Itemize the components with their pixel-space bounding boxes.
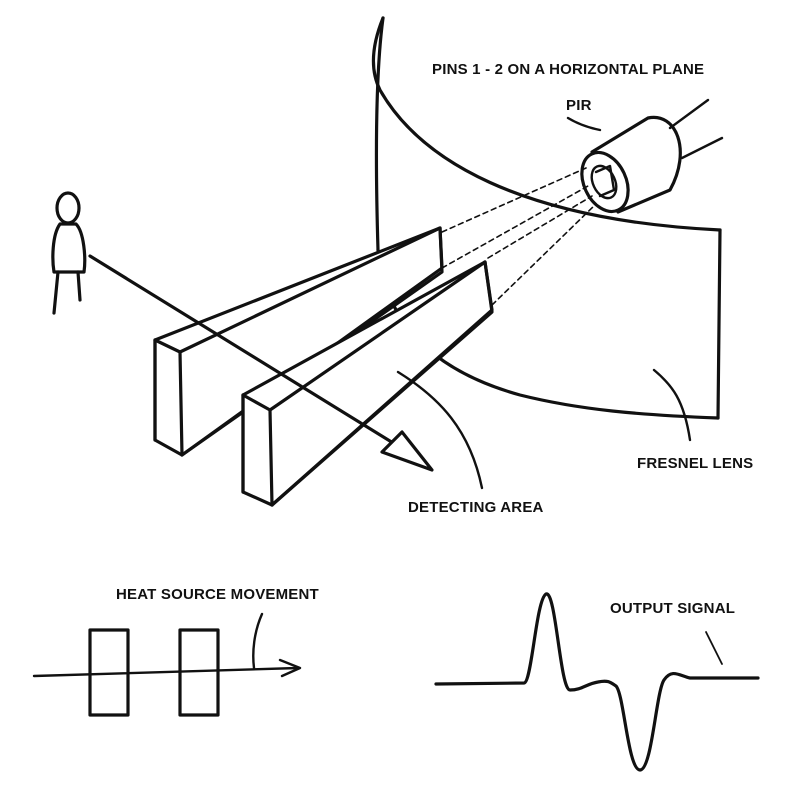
output-signal-diagram	[434, 592, 760, 772]
person-leg-left	[52, 270, 60, 315]
fresnel-leader-line	[652, 368, 692, 442]
pir-pin-2	[680, 136, 724, 160]
zone-front-front-edge	[268, 408, 274, 507]
detecting-area-leader-line	[396, 370, 484, 490]
beam-1	[441, 167, 587, 233]
label-pir: PIR	[566, 97, 592, 114]
fresnel-lens	[371, 16, 722, 442]
pir-sensor	[566, 98, 724, 214]
heat-source-leader-line	[252, 612, 264, 670]
movement-arrow	[88, 254, 434, 472]
zone-front-side	[270, 260, 494, 507]
output-signal-leader-line	[705, 631, 723, 665]
pir-leader-line	[566, 116, 602, 132]
output-signal-waveform	[434, 592, 760, 772]
movement-arrow-head	[380, 430, 434, 472]
pir-element	[594, 164, 616, 198]
label-detecting-area: DETECTING AREA	[408, 499, 544, 516]
pir-pin-1	[668, 98, 710, 130]
zone-back-front-edge	[178, 350, 184, 457]
heat-movement-line	[32, 666, 300, 678]
lens-bottom-arc	[376, 248, 720, 420]
detection-zone-front	[241, 260, 494, 507]
person-figure	[51, 191, 87, 315]
heat-movement-arrow-head	[278, 658, 302, 678]
heat-source-diagram	[32, 612, 302, 717]
label-pins: PINS 1 - 2 ON A HORIZONTAL PLANE	[432, 61, 704, 78]
pir-face	[580, 150, 630, 214]
lens-vertical-edge	[374, 16, 385, 252]
label-output-signal: OUTPUT SIGNAL	[610, 600, 735, 617]
person-body	[51, 222, 87, 274]
person-leg-right	[76, 270, 82, 302]
lens-top-arc	[371, 16, 722, 232]
label-fresnel-lens: FRESNEL LENS	[637, 455, 753, 472]
movement-arrow-line	[88, 254, 400, 448]
lens-right-edge	[716, 228, 722, 420]
person-head	[55, 191, 81, 225]
beam-4	[491, 203, 597, 306]
detection-beams	[441, 167, 597, 306]
beam-3	[487, 195, 593, 259]
beam-2	[441, 185, 589, 269]
label-heat-source-movement: HEAT SOURCE MOVEMENT	[116, 586, 319, 603]
pir-window	[590, 164, 618, 200]
